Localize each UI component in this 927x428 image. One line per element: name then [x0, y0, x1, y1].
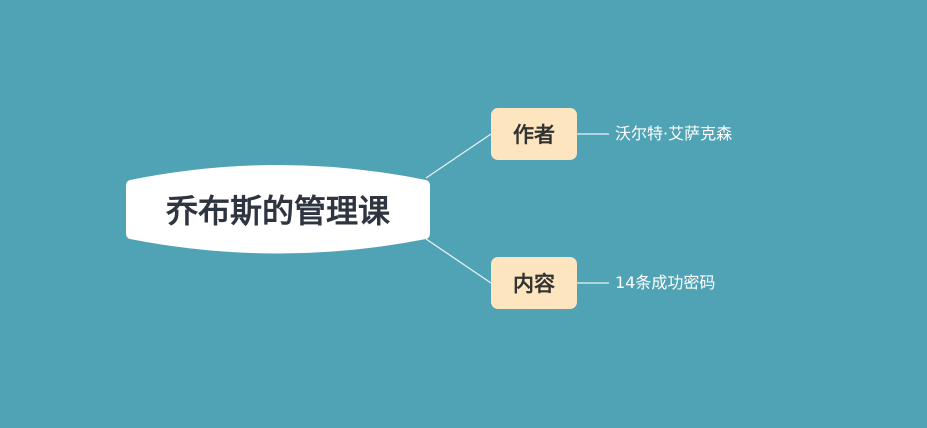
- branch-node-label: 作者: [513, 123, 555, 147]
- root-node[interactable]: 乔布斯的管理课: [126, 164, 430, 253]
- connector-root-author: [425, 133, 492, 179]
- leaf-node-content-summary[interactable]: 14条成功密码: [615, 273, 715, 293]
- connector-root-content: [425, 238, 492, 284]
- branch-node-author[interactable]: 作者: [491, 108, 577, 160]
- leaf-node-label: 沃尔特·艾萨克森: [615, 124, 733, 143]
- leaf-node-label: 14条成功密码: [615, 273, 716, 292]
- leaf-node-author-name[interactable]: 沃尔特·艾萨克森: [615, 124, 732, 144]
- branch-node-content[interactable]: 内容: [491, 257, 577, 309]
- branch-node-label: 内容: [513, 272, 555, 296]
- root-node-label: 乔布斯的管理课: [165, 191, 390, 230]
